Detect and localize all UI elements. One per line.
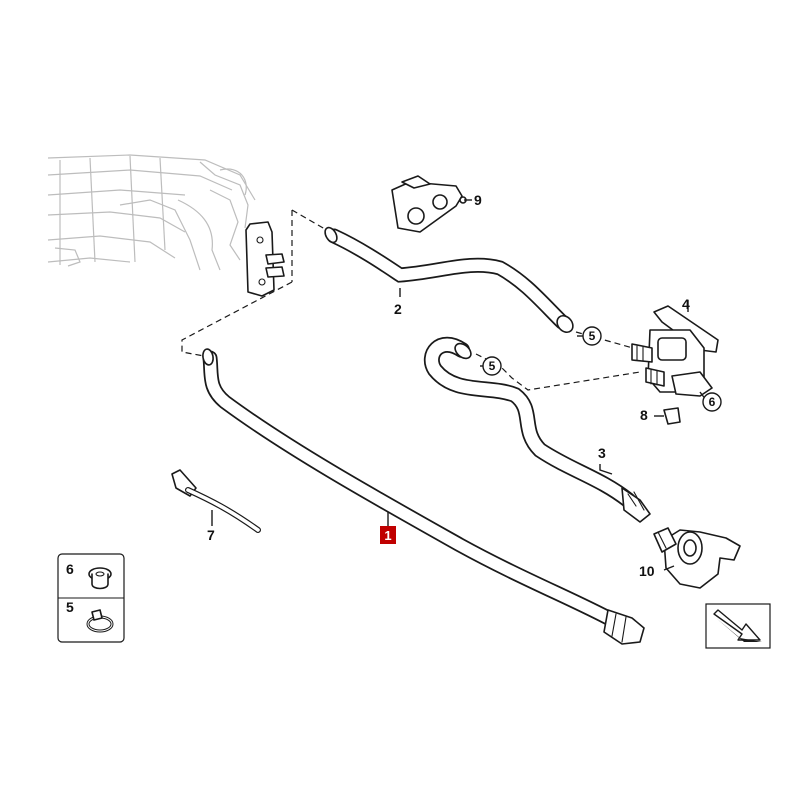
hose-2 bbox=[324, 226, 574, 334]
callout-part-5-lower: 5 bbox=[482, 356, 502, 376]
background-assembly bbox=[47, 154, 256, 271]
label-part-1-highlight: 1 bbox=[380, 526, 396, 544]
cable-tie-7 bbox=[171, 469, 261, 533]
hose-1 bbox=[202, 348, 645, 645]
bracket-9 bbox=[391, 175, 467, 233]
legend-label-5: 5 bbox=[66, 599, 74, 615]
label-part-4: 4 bbox=[682, 296, 690, 312]
label-part-9: 9 bbox=[474, 192, 482, 208]
label-part-10: 10 bbox=[639, 563, 655, 579]
callout-part-5-upper: 5 bbox=[582, 326, 602, 346]
direction-arrow-box bbox=[705, 603, 771, 649]
callout-part-6: 6 bbox=[702, 392, 722, 412]
direction-arrow-icon bbox=[713, 609, 762, 642]
valve-4 bbox=[631, 305, 719, 397]
grommet-icon bbox=[88, 567, 112, 590]
svg-text:5: 5 bbox=[589, 329, 596, 343]
legend-label-6: 6 bbox=[66, 561, 74, 577]
svg-text:5: 5 bbox=[489, 359, 496, 373]
label-part-7: 7 bbox=[207, 527, 215, 543]
legend-box: 6 5 bbox=[57, 553, 125, 643]
hose-3 bbox=[423, 336, 651, 523]
label-part-3: 3 bbox=[598, 445, 606, 461]
label-part-8: 8 bbox=[640, 407, 648, 423]
hose-clamp-icon bbox=[86, 609, 114, 633]
clip-8 bbox=[663, 407, 681, 425]
svg-text:1: 1 bbox=[384, 528, 391, 543]
label-part-2: 2 bbox=[394, 301, 402, 317]
svg-text:6: 6 bbox=[709, 395, 716, 409]
mounting-flange bbox=[245, 221, 285, 297]
part-labels: 2 3 4 8 9 7 10 5 5 6 1 bbox=[207, 192, 722, 579]
pump-10 bbox=[653, 527, 741, 589]
